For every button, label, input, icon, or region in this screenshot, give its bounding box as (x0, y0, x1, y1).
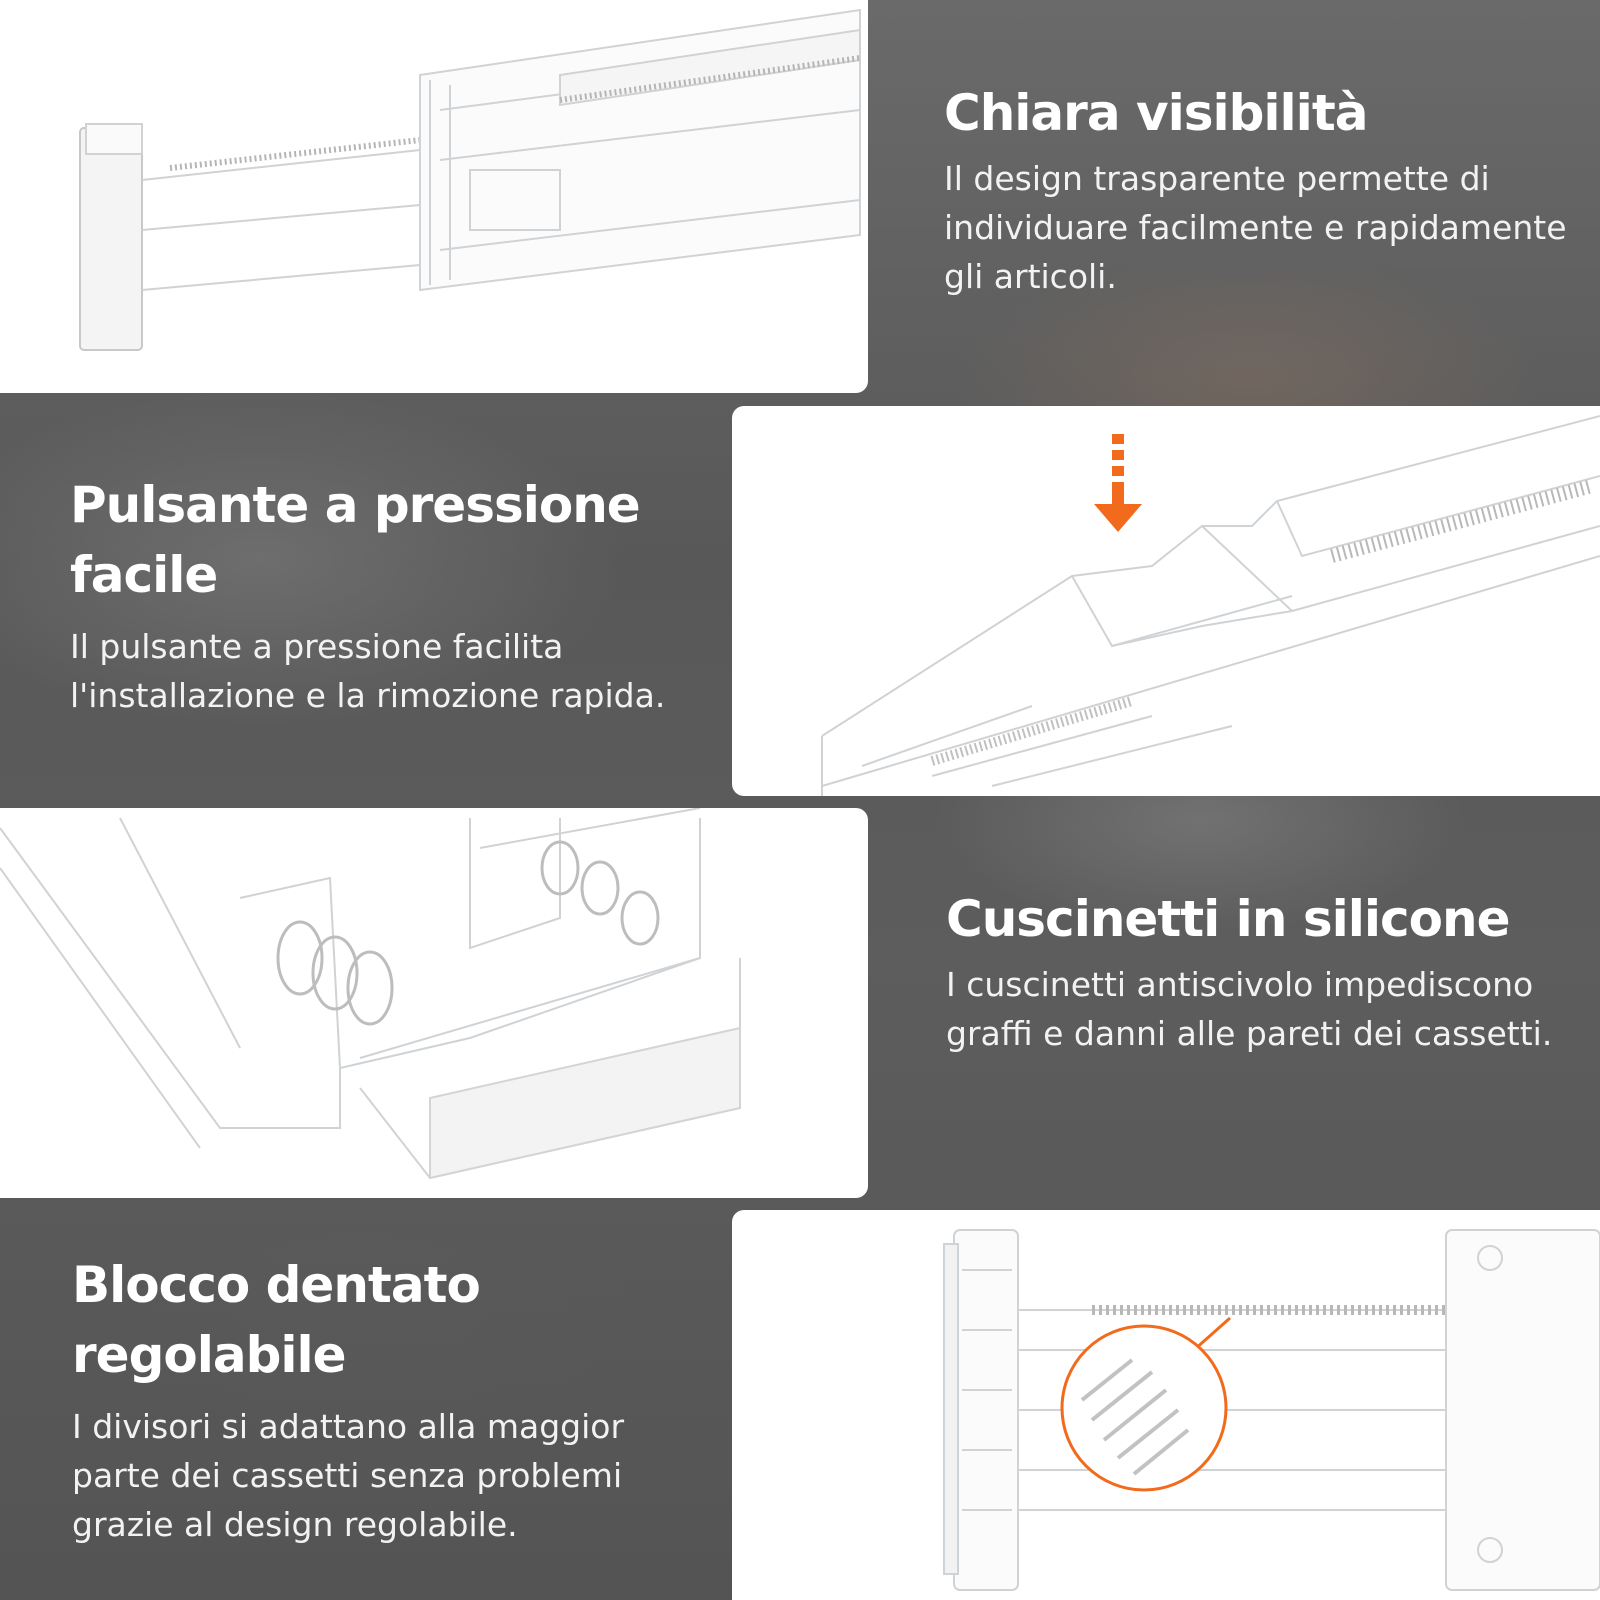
feature-description: Il design trasparente permette di indivi… (944, 159, 1567, 296)
feature-title: Cuscinetti in silicone (946, 890, 1511, 948)
feature-clear-visibility: Chiara visibilità Il design trasparente … (944, 78, 1574, 301)
zoom-detail-icon (1060, 1316, 1231, 1492)
silicone-pad (429, 1026, 741, 1180)
feature-description: Il pulsante a pressione facilita l'insta… (70, 627, 666, 715)
feature-description: I cuscinetti antiscivolo impediscono gra… (946, 965, 1553, 1053)
feature-title: Pulsante a pressione facile (70, 476, 641, 604)
feature-easy-push-button: Pulsante a pressione facile Il pulsante … (70, 470, 710, 720)
feature-silicone-pads: Cuscinetti in silicone I cuscinetti anti… (946, 884, 1576, 1058)
feature-adjustable-toothed-lock: Blocco dentato regolabile I divisori si … (72, 1250, 712, 1549)
silicone-pad-illustration (0, 808, 741, 1180)
feature-title: Blocco dentato regolabile (72, 1256, 481, 1384)
toothed-lock-illustration (943, 1229, 1600, 1591)
press-arrow-icon (1094, 434, 1142, 532)
feature-description: I divisori si adattano alla maggior part… (72, 1407, 625, 1544)
image-card-silicone-pads (0, 808, 868, 1198)
push-button-illustration (821, 415, 1600, 796)
image-card-toothed-lock (732, 1210, 1600, 1600)
divider-illustration (79, 8, 861, 351)
image-card-push-button (732, 406, 1600, 796)
feature-title: Chiara visibilità (944, 84, 1368, 142)
image-card-clear-divider (0, 0, 868, 393)
